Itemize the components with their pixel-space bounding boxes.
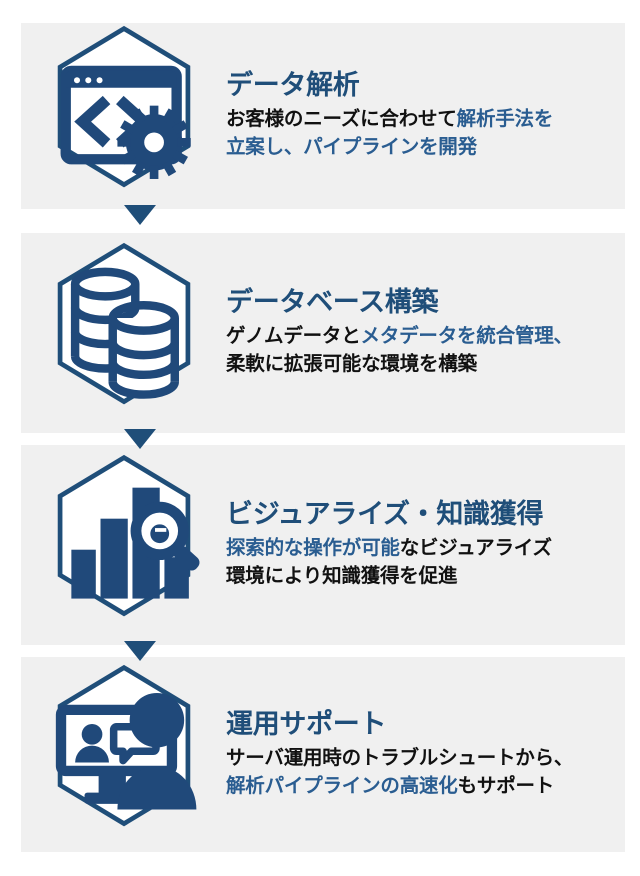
step-4-title: 運用サポート	[226, 708, 387, 739]
bar-chart-magnifier-icon	[57, 454, 199, 617]
step-3-body: 探索的な操作が可能なビジュアライズ 環境により知識獲得を促進	[226, 535, 611, 590]
step-2-body-line-2: 柔軟に拡張可能な環境を構築	[226, 353, 477, 376]
step-2-icon-area	[21, 233, 226, 433]
step-2-body-line-1: ゲノムデータとメタデータを統合管理、	[226, 323, 611, 351]
step-3-body-line-2: 環境により知識獲得を促進	[226, 565, 458, 588]
step-2-title: データベース構築	[226, 287, 439, 318]
step-3-icon-area	[21, 445, 226, 645]
step-3-seg-2: なビジュアライズ	[399, 537, 552, 560]
step-1-body-line-1: お客様のニーズに合わせて解析手法を	[226, 106, 611, 134]
step-4-body-line-1: サーバ運用時のトラブルシュートから、	[226, 746, 574, 769]
step-panel-4: 運用サポート サーバ運用時のトラブルシュートから、 解析パイプラインの高速化もサ…	[21, 657, 625, 852]
step-2-text-area: データベース構築 ゲノムデータとメタデータを統合管理、 柔軟に拡張可能な環境を構…	[226, 287, 625, 379]
step-4-body-line-2: 解析パイプラインの高速化もサポート	[226, 773, 611, 801]
step-panel-3: ビジュアライズ・知識獲得 探索的な操作が可能なビジュアライズ 環境により知識獲得…	[21, 445, 625, 645]
step-4-body: サーバ運用時のトラブルシュートから、 解析パイプラインの高速化もサポート	[226, 745, 611, 800]
step-2-seg-1: ゲノムデータと	[226, 325, 361, 348]
step-2-seg-2: メタデータを統合管理、	[360, 325, 574, 348]
step-3-seg-1: 探索的な操作が可能	[226, 537, 400, 560]
step-1-text-area: データ解析 お客様のニーズに合わせて解析手法を 立案し、パイプラインを開発	[226, 70, 625, 162]
step-panel-2: データベース構築 ゲノムデータとメタデータを統合管理、 柔軟に拡張可能な環境を構…	[21, 233, 625, 433]
step-3-title: ビジュアライズ・知識獲得	[226, 499, 544, 530]
step-4-icon-area	[21, 657, 226, 852]
connector-arrow-2-to-3	[124, 429, 156, 449]
step-3-text-area: ビジュアライズ・知識獲得 探索的な操作が可能なビジュアライズ 環境により知識獲得…	[226, 499, 625, 591]
step-3-body-line-1: 探索的な操作が可能なビジュアライズ	[226, 535, 611, 563]
connector-arrow-1-to-2	[124, 205, 156, 225]
step-4-text-area: 運用サポート サーバ運用時のトラブルシュートから、 解析パイプラインの高速化もサ…	[226, 709, 625, 801]
step-1-seg-2: 解析手法を	[456, 108, 554, 131]
step-4-seg-3: もサポート	[457, 774, 555, 797]
step-4-seg-2: 解析パイプラインの高速化	[226, 774, 458, 797]
database-stack-icon	[57, 242, 190, 405]
step-1-body-line-2: 立案し、パイプラインを開発	[226, 136, 477, 159]
code-window-gear-icon	[57, 25, 191, 188]
step-1-icon-area	[21, 23, 226, 209]
step-1-seg-1: お客様のニーズに合わせて	[226, 108, 457, 131]
connector-arrow-3-to-4	[124, 641, 156, 661]
step-panel-1: データ解析 お客様のニーズに合わせて解析手法を 立案し、パイプラインを開発	[21, 23, 625, 209]
step-1-title: データ解析	[226, 70, 360, 101]
step-1-body: お客様のニーズに合わせて解析手法を 立案し、パイプラインを開発	[226, 106, 611, 161]
video-support-person-icon	[55, 664, 196, 826]
step-2-body: ゲノムデータとメタデータを統合管理、 柔軟に拡張可能な環境を構築	[226, 323, 611, 378]
